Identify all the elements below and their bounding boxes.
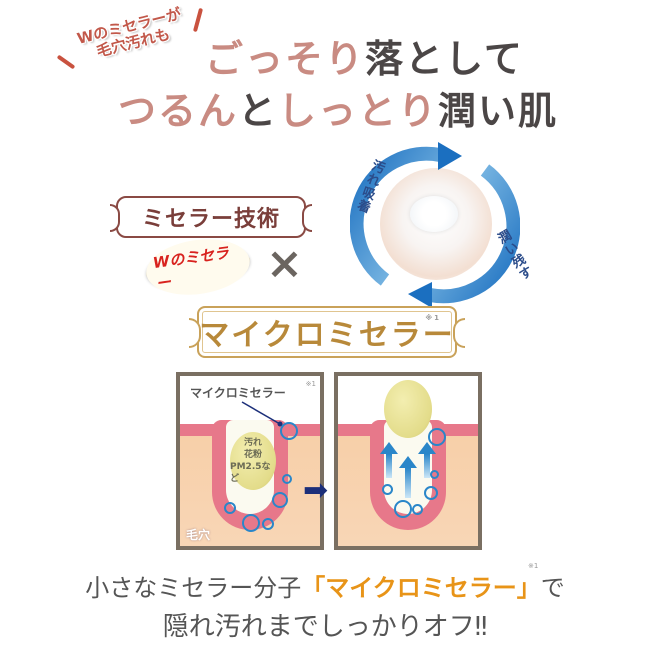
bottom-line2: 隠れ汚れまでしっかりオフ‼ bbox=[162, 612, 488, 642]
headline-badge: Wのミセラーが 毛穴汚れも bbox=[75, 5, 187, 65]
up-arrow-shaft bbox=[424, 454, 430, 478]
bottom-line1: 小さなミセラー分子「マイクロミセラー」で bbox=[0, 568, 650, 603]
w-miselar-badge: Wのミセラー bbox=[142, 233, 254, 301]
miselar-tech-label: ミセラー技術 bbox=[141, 207, 280, 232]
pore-before-panel: 汚れ 花粉 PM2.5など マイクロミセラー ※1 毛穴 bbox=[176, 372, 324, 550]
cycle-arrows-icon bbox=[350, 142, 520, 308]
micro-miselar-label: マイクロミセラー bbox=[199, 318, 455, 353]
pore-label: 毛穴 bbox=[186, 528, 211, 542]
up-arrow-icon bbox=[380, 442, 398, 454]
micelle-icon bbox=[262, 518, 274, 530]
micelle-icon bbox=[242, 514, 260, 532]
accent-slash-right bbox=[192, 7, 204, 33]
headline-line1-dark: 落として bbox=[365, 37, 524, 81]
micelle-icon bbox=[280, 422, 298, 440]
foam-icon bbox=[410, 196, 458, 232]
micelle-callout: マイクロミセラー bbox=[190, 386, 286, 400]
micelle-icon bbox=[428, 428, 446, 446]
dirt-particle: 汚れ 花粉 PM2.5など bbox=[230, 432, 276, 490]
miselar-tech-frame: ミセラー技術 bbox=[110, 196, 312, 238]
headline-line2: つるんとしっとり潤い肌 bbox=[118, 80, 558, 135]
headline-line2-pink2: しっとり bbox=[278, 89, 439, 133]
callout-note: ※1 bbox=[305, 380, 316, 388]
micelle-icon bbox=[394, 500, 412, 518]
micelle-icon bbox=[382, 484, 393, 495]
bottom-note: ※1 bbox=[528, 562, 539, 570]
lifted-dirt-particle bbox=[384, 380, 432, 438]
w-miselar-label: Wのミセラー bbox=[142, 233, 254, 301]
micelle-icon bbox=[412, 504, 423, 515]
dirt-label-2: 花粉 bbox=[243, 450, 262, 460]
micelle-icon bbox=[424, 486, 438, 500]
bottom-line1-pre: 小さなミセラー分子 bbox=[85, 574, 302, 602]
dirt-label-1: 汚れ bbox=[243, 438, 262, 448]
bottom-line1-post: で bbox=[540, 574, 565, 602]
micelle-icon bbox=[224, 502, 236, 514]
micelle-icon bbox=[282, 474, 292, 484]
up-arrow-icon bbox=[418, 442, 436, 454]
pore-after-panel bbox=[334, 372, 482, 550]
headline-line1: ごっそり落として bbox=[205, 28, 524, 83]
transition-arrow-icon: ➡ bbox=[303, 473, 329, 508]
headline-line2-dark2: 潤い肌 bbox=[438, 89, 559, 133]
micelle-icon bbox=[272, 492, 288, 508]
dirt-label-3: PM2.5など bbox=[230, 462, 271, 484]
up-arrow-icon bbox=[399, 456, 417, 468]
accent-slash-left bbox=[56, 54, 76, 70]
micelle-icon bbox=[430, 470, 439, 479]
headline-line1-pink: ごっそり bbox=[205, 37, 366, 81]
up-arrow-shaft bbox=[405, 468, 411, 498]
micro-note: ※1 bbox=[425, 314, 441, 322]
micro-miselar-frame: マイクロミセラー ※1 bbox=[189, 306, 465, 358]
up-arrow-shaft bbox=[386, 454, 392, 478]
times-icon: × bbox=[266, 238, 303, 289]
headline-line2-dark1: と bbox=[238, 89, 279, 133]
headline-line2-pink1: つるん bbox=[118, 89, 239, 133]
bottom-line1-highlight: 「マイクロミセラー」 bbox=[301, 574, 541, 602]
